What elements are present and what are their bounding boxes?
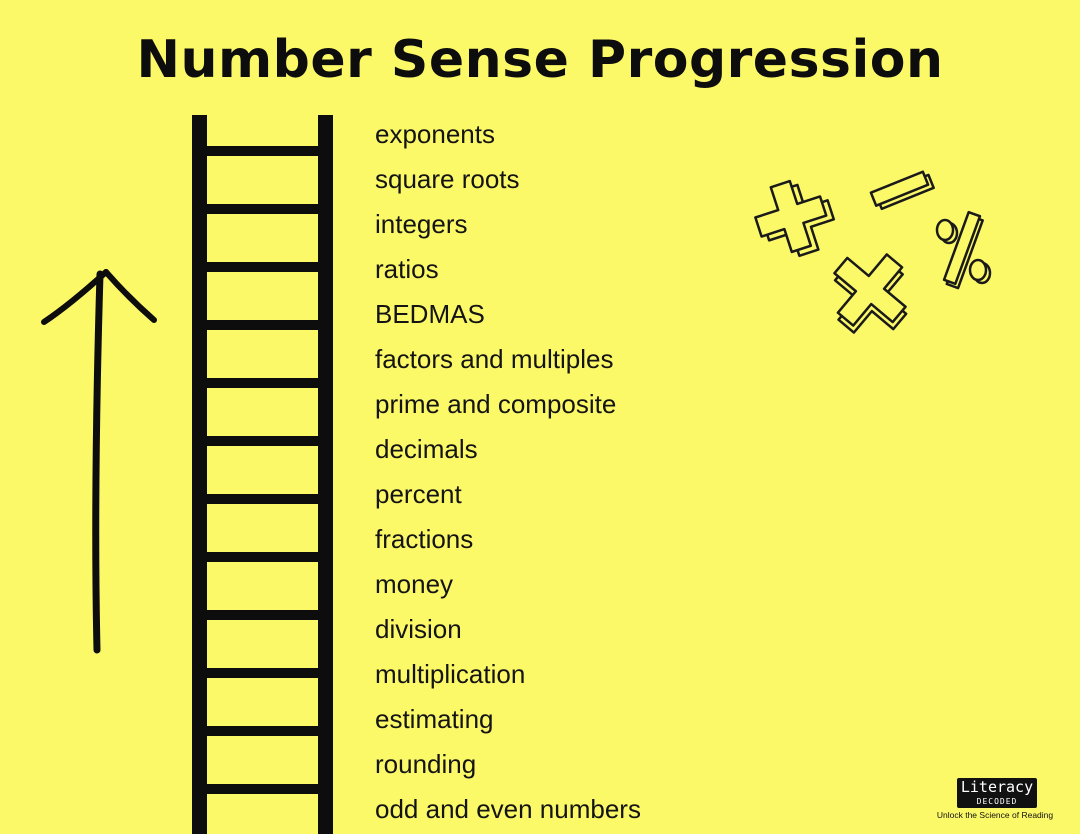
- math-symbols: [754, 170, 992, 334]
- logo-word: Literacy: [960, 778, 1034, 796]
- logo-subword: DECODED: [976, 796, 1018, 805]
- ladder-rung: [200, 552, 325, 562]
- list-item: factors and multiples: [375, 344, 614, 374]
- list-item: money: [375, 569, 454, 599]
- list-item: ratios: [375, 254, 439, 284]
- ladder-rung: [200, 610, 325, 620]
- ladder-rung: [200, 320, 325, 330]
- ladder-rung: [200, 726, 325, 736]
- ladder-rung: [200, 204, 325, 214]
- brand-logo: Literacy DECODED Unlock the Science of R…: [930, 778, 1060, 822]
- logo-tagline: Unlock the Science of Reading: [936, 810, 1054, 820]
- ladder-rail-right: [318, 115, 333, 834]
- list-item: fractions: [375, 524, 474, 554]
- ladder-rung: [200, 262, 325, 272]
- list-item: estimating: [375, 704, 494, 734]
- list-item: rounding: [375, 749, 477, 779]
- multiply-icon: [833, 253, 908, 334]
- ladder-rail-left: [192, 115, 207, 834]
- ladder-icon: [192, 115, 333, 834]
- topic-list: exponents square roots integers ratios B…: [375, 112, 641, 832]
- list-item: BEDMAS: [375, 299, 485, 329]
- plus-icon: [754, 179, 836, 258]
- up-arrow-icon: [41, 269, 157, 654]
- list-item: multiplication: [375, 659, 526, 689]
- ladder-rung: [200, 784, 325, 794]
- ladder-rung: [200, 378, 325, 388]
- list-item: exponents: [375, 119, 495, 149]
- list-item: square roots: [375, 164, 520, 194]
- ladder-rung: [200, 146, 325, 156]
- ladder-rung: [200, 668, 325, 678]
- list-item: decimals: [375, 434, 478, 464]
- ladder-rung: [200, 436, 325, 446]
- ladder-rung: [200, 494, 325, 504]
- list-item: integers: [375, 209, 468, 239]
- list-item: prime and composite: [375, 389, 617, 419]
- minus-icon: [869, 170, 935, 211]
- logo-box: Literacy DECODED: [957, 778, 1037, 808]
- percent-icon: [935, 210, 992, 290]
- list-item: division: [375, 614, 462, 644]
- list-item: percent: [375, 479, 462, 509]
- page-title: Number Sense Progression: [136, 30, 944, 90]
- list-item: odd and even numbers: [375, 794, 641, 824]
